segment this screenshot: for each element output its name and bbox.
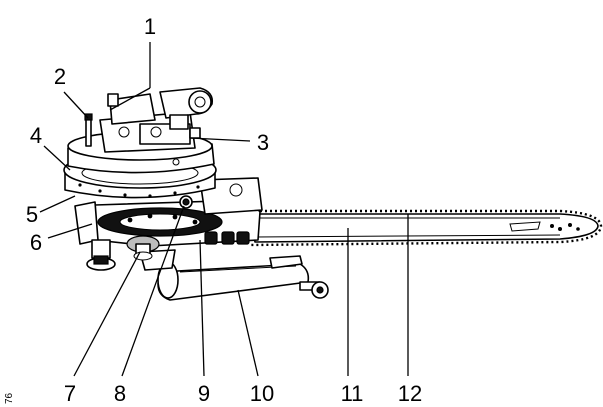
callout-4: 4 <box>30 123 42 148</box>
callout-6: 6 <box>30 230 42 255</box>
callout-2: 2 <box>54 64 66 89</box>
top-valve-block <box>99 87 214 153</box>
callout-7: 7 <box>64 381 76 406</box>
callout-11: 11 <box>341 381 364 406</box>
saw-chain <box>245 209 603 247</box>
roller-foot <box>86 239 116 271</box>
callout-12: 12 <box>398 381 422 406</box>
callout-3: 3 <box>257 130 269 155</box>
leader-lines <box>39 42 409 377</box>
callout-5: 5 <box>26 202 38 227</box>
hydraulic-cylinder <box>139 249 329 301</box>
callout-8: 8 <box>114 381 126 406</box>
callout-labels: 1 2 3 4 5 6 7 8 9 10 11 12 <box>26 14 422 406</box>
guide-bar <box>249 213 599 243</box>
adjust-bolt <box>179 195 193 209</box>
callout-1: 1 <box>144 14 156 39</box>
callout-10: 10 <box>250 381 274 406</box>
callout-9: 9 <box>198 381 210 406</box>
sensor-rod <box>84 113 93 147</box>
figure-id: 76 <box>4 392 15 404</box>
